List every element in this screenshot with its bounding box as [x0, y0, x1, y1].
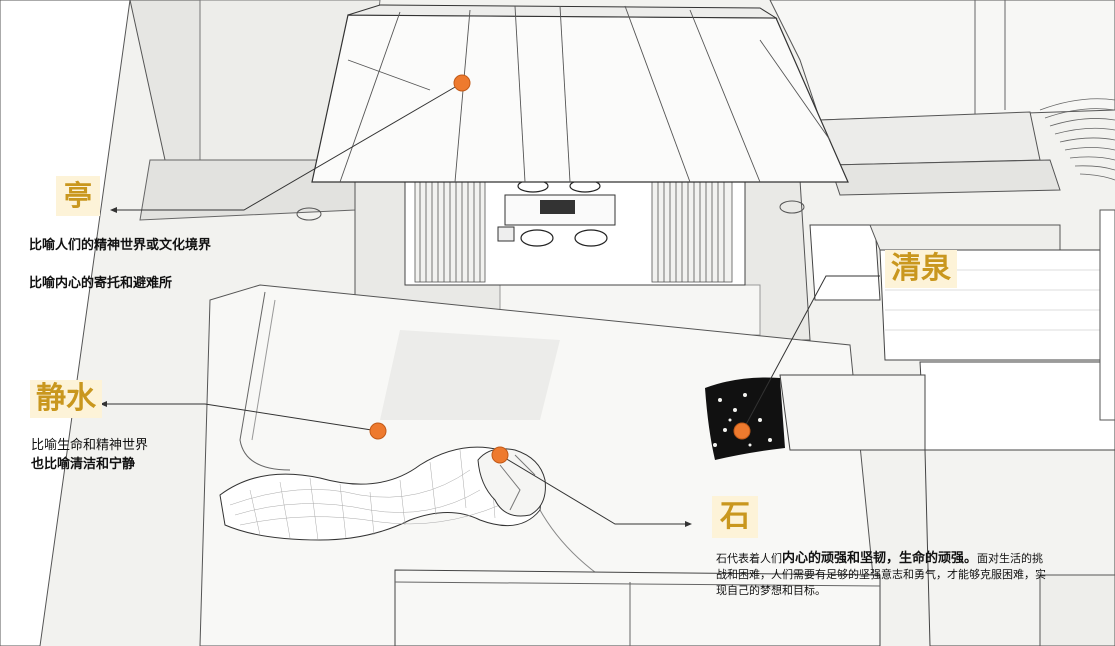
label-ting: 亭 — [56, 176, 101, 216]
leader-line-qingquan — [741, 275, 880, 433]
desc-shi-prefix: 石代表着人们 — [716, 552, 782, 565]
desc-jingshui-line2: 也比喻清洁和宁静 — [31, 457, 136, 472]
leader-line-ting — [114, 82, 463, 211]
desc-shi-emphasis: 内心的顽强和坚韧，生命的顽强。 — [782, 551, 978, 566]
label-qingquan: 清泉 — [885, 250, 957, 288]
label-shi: 石 — [712, 496, 758, 538]
desc-ting-line2: 比喻内心的寄托和避难所 — [29, 276, 173, 291]
leader-line-shi — [499, 454, 688, 525]
desc-shi: 石代表着人们内心的顽强和坚韧，生命的顽强。面对生活的挑战和困难，人们需要有足够的… — [716, 551, 1051, 599]
marker-jingshui — [369, 422, 387, 440]
leader-line-jingshui — [104, 403, 379, 432]
marker-shi — [491, 446, 509, 464]
desc-jingshui-line1: 比喻生命和精神世界 — [31, 438, 149, 453]
desc-shi-rest: 面对生活的挑战和困难，人们需要有足够的坚强意志和勇气，才能够克服困难，实现自己的… — [716, 552, 1046, 597]
desc-ting-line1: 比喻人们的精神世界或文化境界 — [29, 238, 212, 253]
marker-ting — [453, 74, 471, 92]
marker-qingquan — [733, 422, 751, 440]
label-jingshui: 静水 — [30, 380, 102, 418]
